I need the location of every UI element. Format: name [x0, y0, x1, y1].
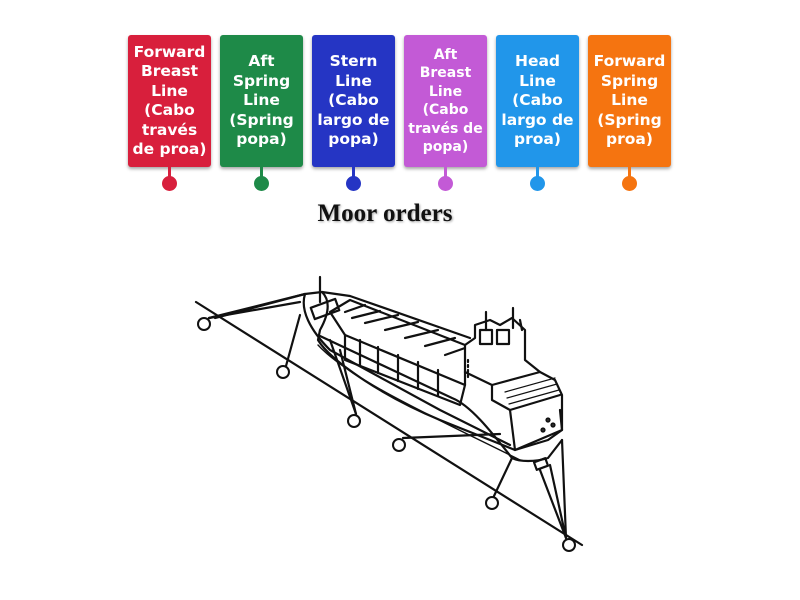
pin-dot[interactable]	[438, 176, 453, 191]
pin-dot[interactable]	[622, 176, 637, 191]
drop-target-5[interactable]	[485, 496, 499, 510]
label-card-forward-spring-line[interactable]: Forward Spring Line (Spring proa)	[588, 35, 671, 167]
label-text: Forward Spring Line (Spring proa)	[593, 52, 666, 149]
pin-stem	[168, 167, 171, 178]
pin-dot[interactable]	[162, 176, 177, 191]
drop-target-2[interactable]	[276, 365, 290, 379]
pin-dot[interactable]	[530, 176, 545, 191]
label-text: Aft Breast Line (Cabo través de popa)	[408, 46, 483, 156]
pin-stem	[536, 167, 539, 178]
label-card-stern-line[interactable]: Stern Line (Cabo largo de popa)	[312, 35, 395, 167]
drop-target-1[interactable]	[197, 317, 211, 331]
label-card-head-line[interactable]: Head Line (Cabo largo de proa)	[496, 35, 579, 167]
pin-stem	[628, 167, 631, 178]
label-text: Aft Spring Line (Spring popa)	[229, 52, 294, 149]
pin-dot[interactable]	[254, 176, 269, 191]
pin-stem	[260, 167, 263, 178]
pin-dot[interactable]	[346, 176, 361, 191]
label-text: Head Line (Cabo largo de proa)	[501, 52, 574, 149]
pin-stem	[444, 167, 447, 178]
drop-target-6[interactable]	[562, 538, 576, 552]
drop-target-4[interactable]	[392, 438, 406, 452]
label-card-aft-spring-line[interactable]: Aft Spring Line (Spring popa)	[220, 35, 303, 167]
drop-target-3[interactable]	[347, 414, 361, 428]
label-card-aft-breast-line[interactable]: Aft Breast Line (Cabo través de popa)	[404, 35, 487, 167]
label-text: Stern Line (Cabo largo de popa)	[317, 52, 390, 149]
pin-stem	[352, 167, 355, 178]
label-text: Forward Breast Line (Cabo través de proa…	[132, 42, 207, 159]
label-card-forward-breast-line[interactable]: Forward Breast Line (Cabo través de proa…	[128, 35, 211, 167]
diagram-title: Moor orders	[317, 200, 453, 227]
